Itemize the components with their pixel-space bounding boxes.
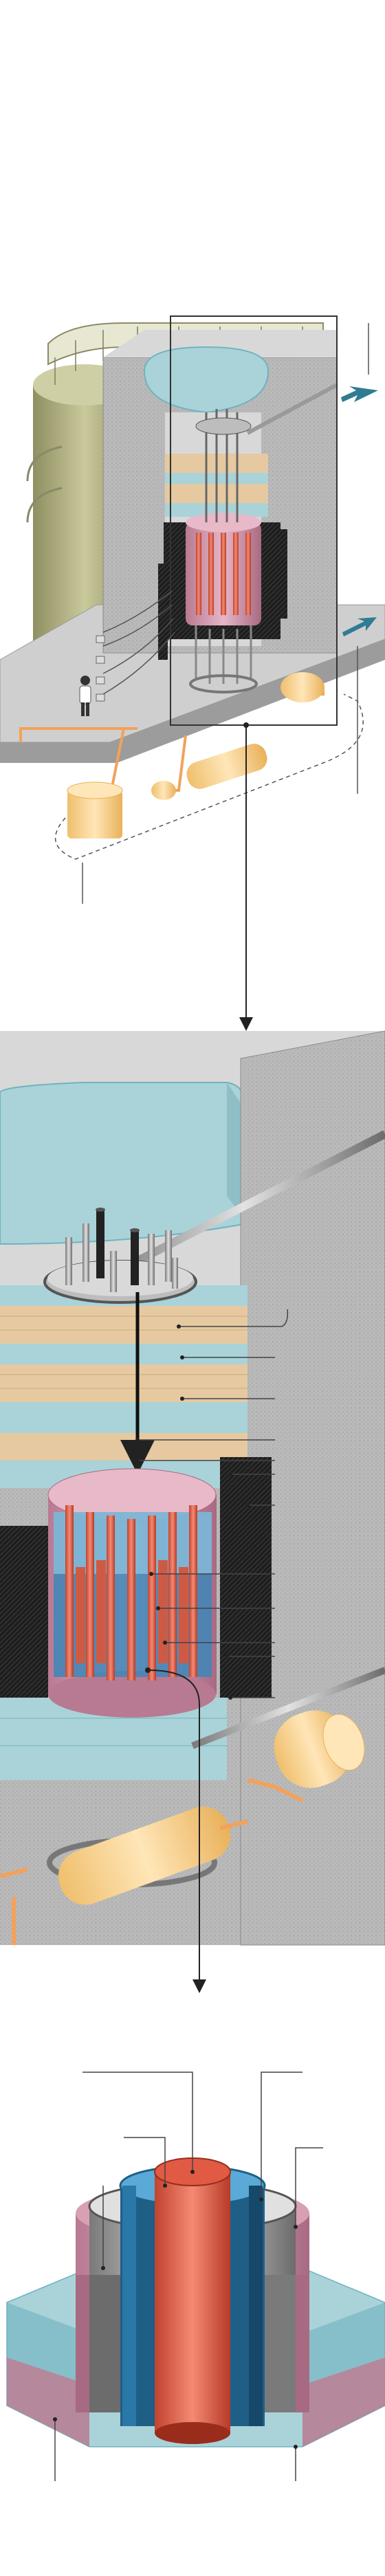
reactor-building-block — [102, 330, 338, 693]
pump-detail — [274, 1710, 365, 1788]
core-detail-cutaway — [0, 1030, 385, 1993]
heat-exchanger-lower — [186, 744, 267, 789]
arrow-out-icon — [342, 617, 377, 636]
reactor-vessel — [47, 1468, 217, 1718]
fuel-element-section — [6, 2072, 385, 2481]
storage-tank-left — [67, 781, 123, 839]
detail-frame — [170, 315, 338, 726]
graphite-block-right — [220, 1457, 272, 1698]
coolant-piping-detail — [0, 1778, 304, 1945]
pump-small — [151, 781, 176, 800]
arrow-in-icon — [341, 386, 378, 402]
dashed-loop — [54, 693, 364, 860]
heat-exchanger — [58, 1806, 231, 1905]
pump-upper — [280, 672, 324, 702]
overview-building — [0, 315, 385, 1031]
element-callouts — [54, 2072, 323, 2481]
technician-figure — [79, 676, 91, 716]
detail-callouts — [138, 1309, 289, 1698]
pointer-to-fuel-element — [147, 1669, 206, 1993]
control-rod-assembly — [43, 1208, 197, 1498]
beam-tube-lower — [191, 1667, 385, 1749]
graphite-block-left — [0, 1526, 48, 1698]
fuel-core — [154, 2157, 231, 2444]
